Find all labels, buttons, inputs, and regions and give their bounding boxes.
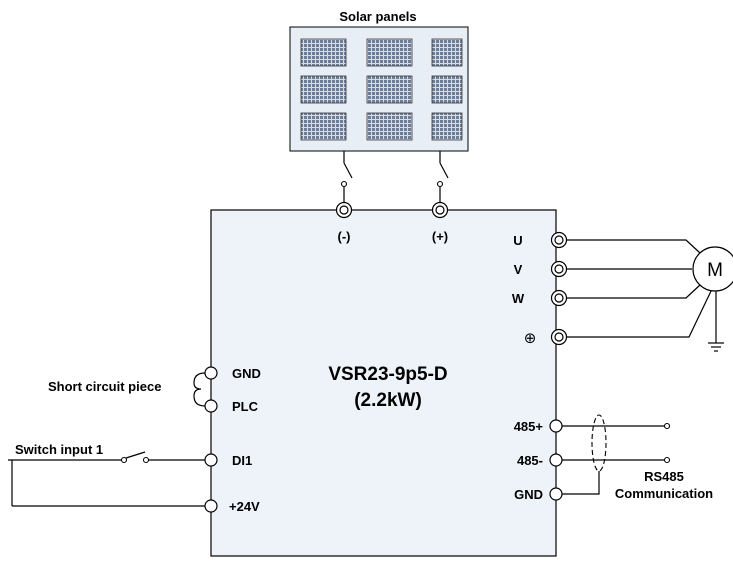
terminal-485-plus [549,419,563,433]
terminal-gnd-left [204,366,218,380]
plc-label: PLC [232,399,259,414]
gnd-right-label: GND [514,487,543,502]
twisted-pair-shield [591,414,607,472]
terminal-dc-minus [335,201,353,219]
terminal-plc [204,399,218,413]
terminal-gnd-right [549,487,563,501]
motor-icon [692,246,733,292]
terminal-485-minus [549,453,563,467]
485-plus-label: 485+ [514,419,544,434]
v-label: V [514,262,523,277]
solar-cell [366,38,413,67]
motor-wiring [567,239,724,352]
24v-label: +24V [229,499,260,514]
solar-cell [366,75,413,104]
terminal-u [550,231,568,249]
short-circuit-jumper [193,372,206,407]
switch-input-label: Switch input 1 [15,442,103,457]
communication-label: Communication [615,486,713,501]
u-label: U [513,233,522,248]
rs485-label: RS485 [644,469,684,484]
rs485-wiring [562,414,671,495]
solar-cell [431,38,463,67]
solar-panels-title: Solar panels [339,9,416,24]
drive-unit [210,209,557,557]
gnd-label: GND [232,366,261,381]
terminal-v [550,260,568,278]
terminal-pe [550,328,568,346]
solar-cell [431,75,463,104]
solar-cell [300,112,347,141]
terminal-24v [204,499,218,513]
terminal-di1 [204,453,218,467]
switch-input-wiring [8,451,205,507]
w-label: W [512,291,525,306]
solar-panel-array [289,26,469,152]
terminal-w [550,289,568,307]
dc-plus-label: (+) [432,229,448,244]
solar-cell [300,75,347,104]
solar-cell [366,112,413,141]
solar-cell [300,38,347,67]
motor-label: M [707,260,723,281]
short-circuit-label: Short circuit piece [48,379,161,394]
drive-model: VSR23-9p5-D [328,364,447,385]
485-minus-label: 485- [517,453,543,468]
di1-label: DI1 [232,453,252,468]
dc-switches [340,151,449,202]
terminal-dc-plus [431,201,449,219]
dc-minus-label: (-) [338,229,351,244]
drive-power: (2.2kW) [354,390,422,411]
solar-cell [431,112,463,141]
ground-icon: ⊕ [524,330,537,347]
